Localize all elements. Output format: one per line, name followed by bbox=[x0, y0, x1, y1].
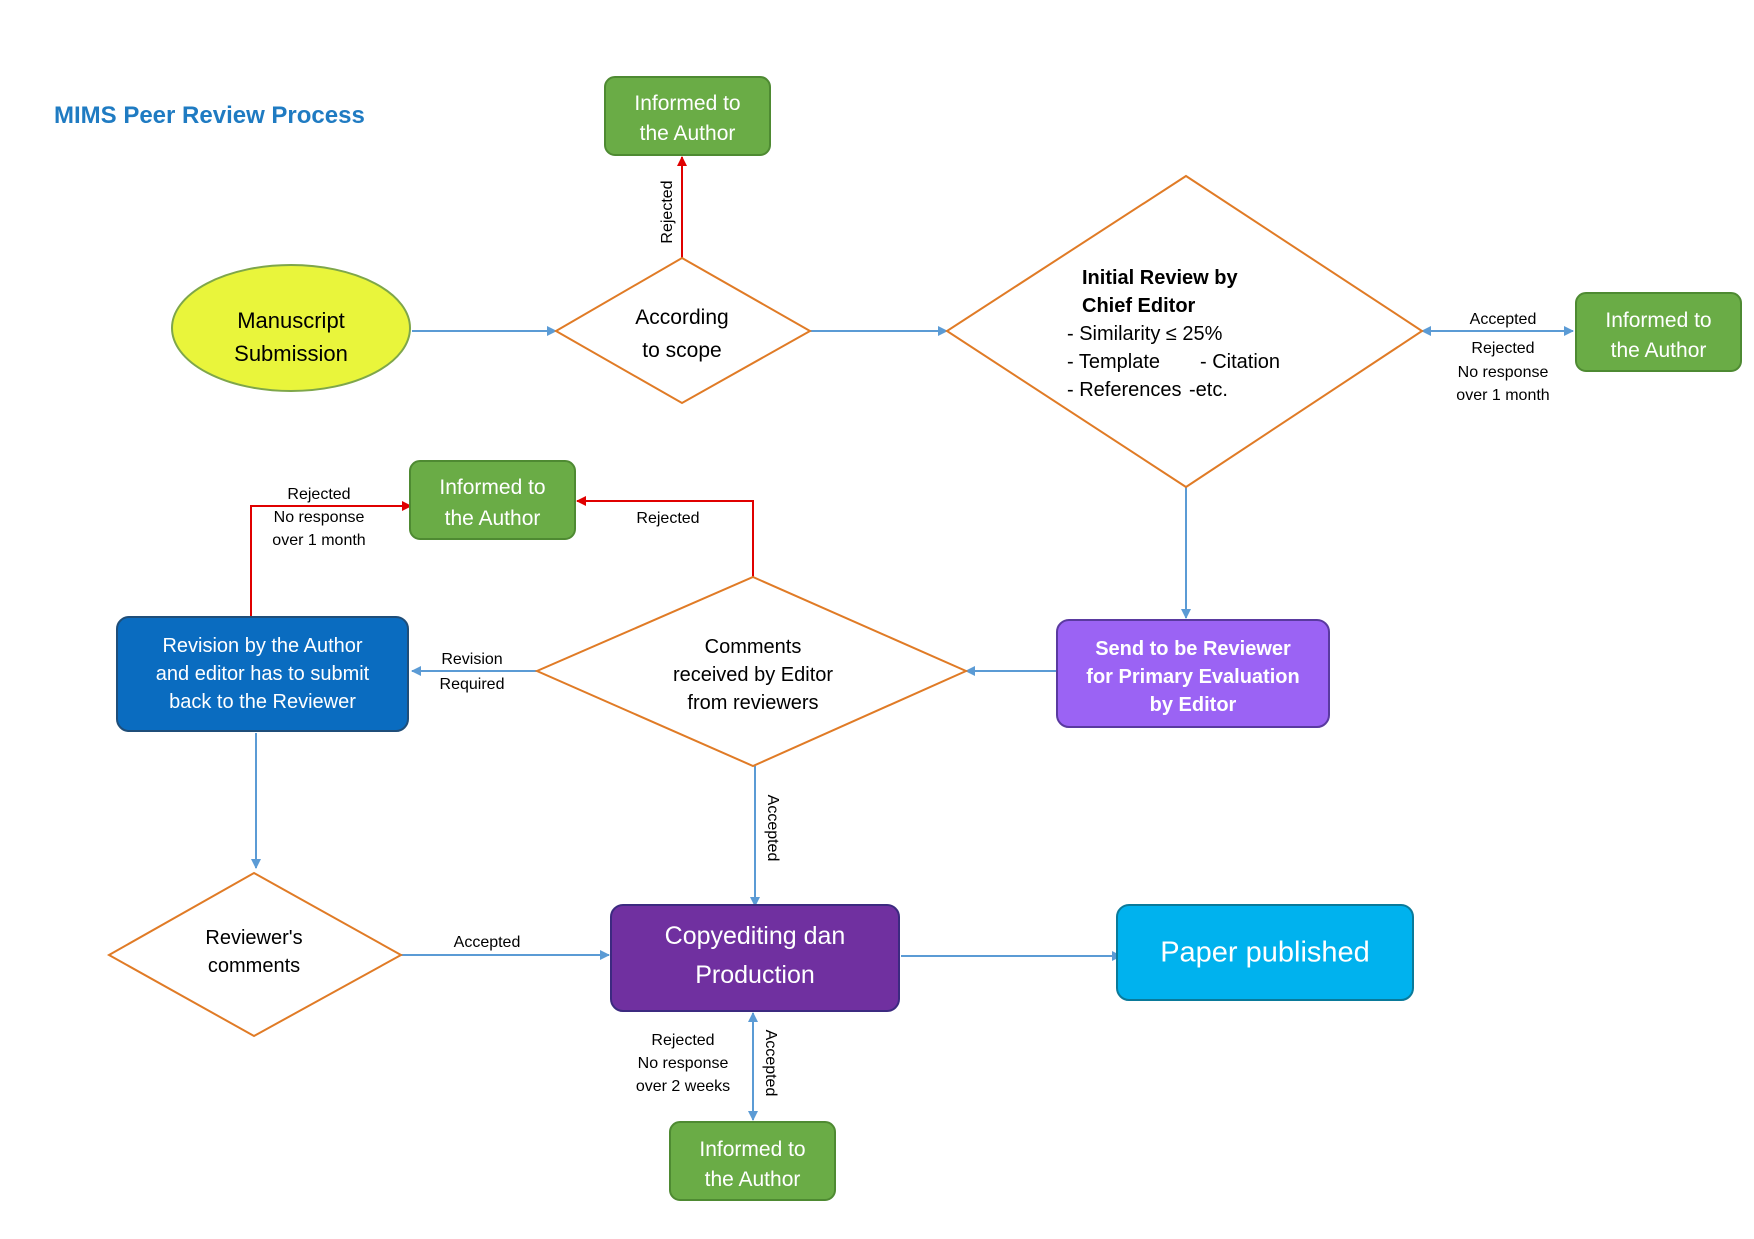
label-copyediting-no-response-2: over 2 weeks bbox=[636, 1078, 730, 1095]
edge-comments-rejected bbox=[576, 496, 754, 577]
initial-review-line2: Chief Editor bbox=[1082, 295, 1196, 317]
initial-review-node: Initial Review by Chief Editor - Similar… bbox=[945, 174, 1424, 489]
revision-by-author-node: Revision by the Author and editor has to… bbox=[116, 616, 409, 732]
informed-mid-line1: Informed to bbox=[439, 476, 545, 499]
reviewers-comments-node: Reviewer's comments bbox=[106, 871, 404, 1038]
revision-line3: back to the Reviewer bbox=[169, 691, 356, 713]
informed-bottom-line2: the Author bbox=[705, 1168, 801, 1191]
informed-author-top-node: Informed to the Author bbox=[604, 76, 771, 156]
initial-review-item1: - Similarity ≤ 25% bbox=[1067, 323, 1223, 345]
label-initial-no-response-2: over 1 month bbox=[1456, 387, 1549, 404]
initial-review-item2: - Template bbox=[1067, 351, 1160, 373]
copyediting-line1: Copyediting dan bbox=[665, 922, 846, 950]
submission-line1: Manuscript bbox=[237, 308, 345, 333]
informed-author-bottom-node: Informed to the Author bbox=[669, 1121, 836, 1201]
label-reviewers-accepted: Accepted bbox=[454, 934, 521, 951]
informed-top-line1: Informed to bbox=[634, 92, 740, 115]
send-reviewer-line2: for Primary Evaluation bbox=[1086, 666, 1299, 688]
informed-author-mid-node: Informed to the Author bbox=[409, 460, 576, 540]
comments-line2: received by Editor bbox=[673, 664, 833, 686]
send-reviewer-line3: by Editor bbox=[1150, 694, 1237, 716]
published-line1: Paper published bbox=[1160, 937, 1370, 969]
edge-revision-rejected bbox=[250, 501, 412, 617]
copyediting-line2: Production bbox=[695, 961, 815, 989]
informed-right-line2: the Author bbox=[1611, 339, 1707, 362]
informed-author-right-node: Informed to the Author bbox=[1575, 292, 1742, 372]
label-copyediting-rejected: Rejected bbox=[651, 1032, 714, 1049]
initial-review-line1: Initial Review by bbox=[1082, 267, 1238, 289]
send-to-reviewer-node: Send to be Reviewer for Primary Evaluati… bbox=[1056, 619, 1330, 728]
scope-line2: to scope bbox=[642, 339, 721, 362]
label-initial-no-response-1: No response bbox=[1458, 364, 1549, 381]
initial-review-item3: - References bbox=[1067, 379, 1182, 401]
informed-mid-line2: the Author bbox=[445, 507, 541, 530]
label-scope-rejected: Rejected bbox=[659, 180, 676, 243]
informed-right-line1: Informed to bbox=[1605, 309, 1711, 332]
label-revision-no-response-2: over 1 month bbox=[272, 532, 365, 549]
copyediting-node: Copyediting dan Production bbox=[610, 904, 900, 1012]
label-copyediting-accepted: Accepted bbox=[762, 1030, 779, 1097]
reviewers-comments-line1: Reviewer's bbox=[205, 927, 302, 949]
label-revision-required-1: Revision bbox=[441, 651, 502, 668]
comments-line3: from reviewers bbox=[687, 692, 818, 714]
informed-top-line2: the Author bbox=[640, 122, 736, 145]
label-comments-accepted: Accepted bbox=[764, 795, 781, 862]
initial-review-item2b: - Citation bbox=[1200, 351, 1280, 373]
label-revision-required-2: Required bbox=[440, 676, 505, 693]
initial-review-item3b: -etc. bbox=[1189, 379, 1228, 401]
label-revision-no-response-1: No response bbox=[274, 509, 365, 526]
comments-received-node: Comments received by Editor from reviewe… bbox=[534, 575, 969, 768]
send-reviewer-line1: Send to be Reviewer bbox=[1095, 638, 1291, 660]
revision-line2: and editor has to submit bbox=[156, 663, 370, 685]
label-revision-rejected: Rejected bbox=[287, 486, 350, 503]
submission-line2: Submission bbox=[234, 341, 348, 366]
revision-line1: Revision by the Author bbox=[162, 635, 362, 657]
paper-published-node: Paper published bbox=[1116, 904, 1414, 1001]
informed-bottom-line1: Informed to bbox=[699, 1138, 805, 1161]
page-title: MIMS Peer Review Process bbox=[54, 102, 365, 129]
label-initial-accepted: Accepted bbox=[1470, 311, 1537, 328]
label-comments-rejected: Rejected bbox=[636, 510, 699, 527]
according-to-scope-node: According to scope bbox=[553, 256, 813, 405]
label-initial-rejected: Rejected bbox=[1471, 340, 1534, 357]
label-copyediting-no-response-1: No response bbox=[638, 1055, 729, 1072]
scope-line1: According bbox=[635, 306, 728, 329]
reviewers-comments-line2: comments bbox=[208, 955, 300, 977]
manuscript-submission-node: Manuscript Submission bbox=[171, 264, 411, 392]
comments-line1: Comments bbox=[705, 636, 802, 658]
